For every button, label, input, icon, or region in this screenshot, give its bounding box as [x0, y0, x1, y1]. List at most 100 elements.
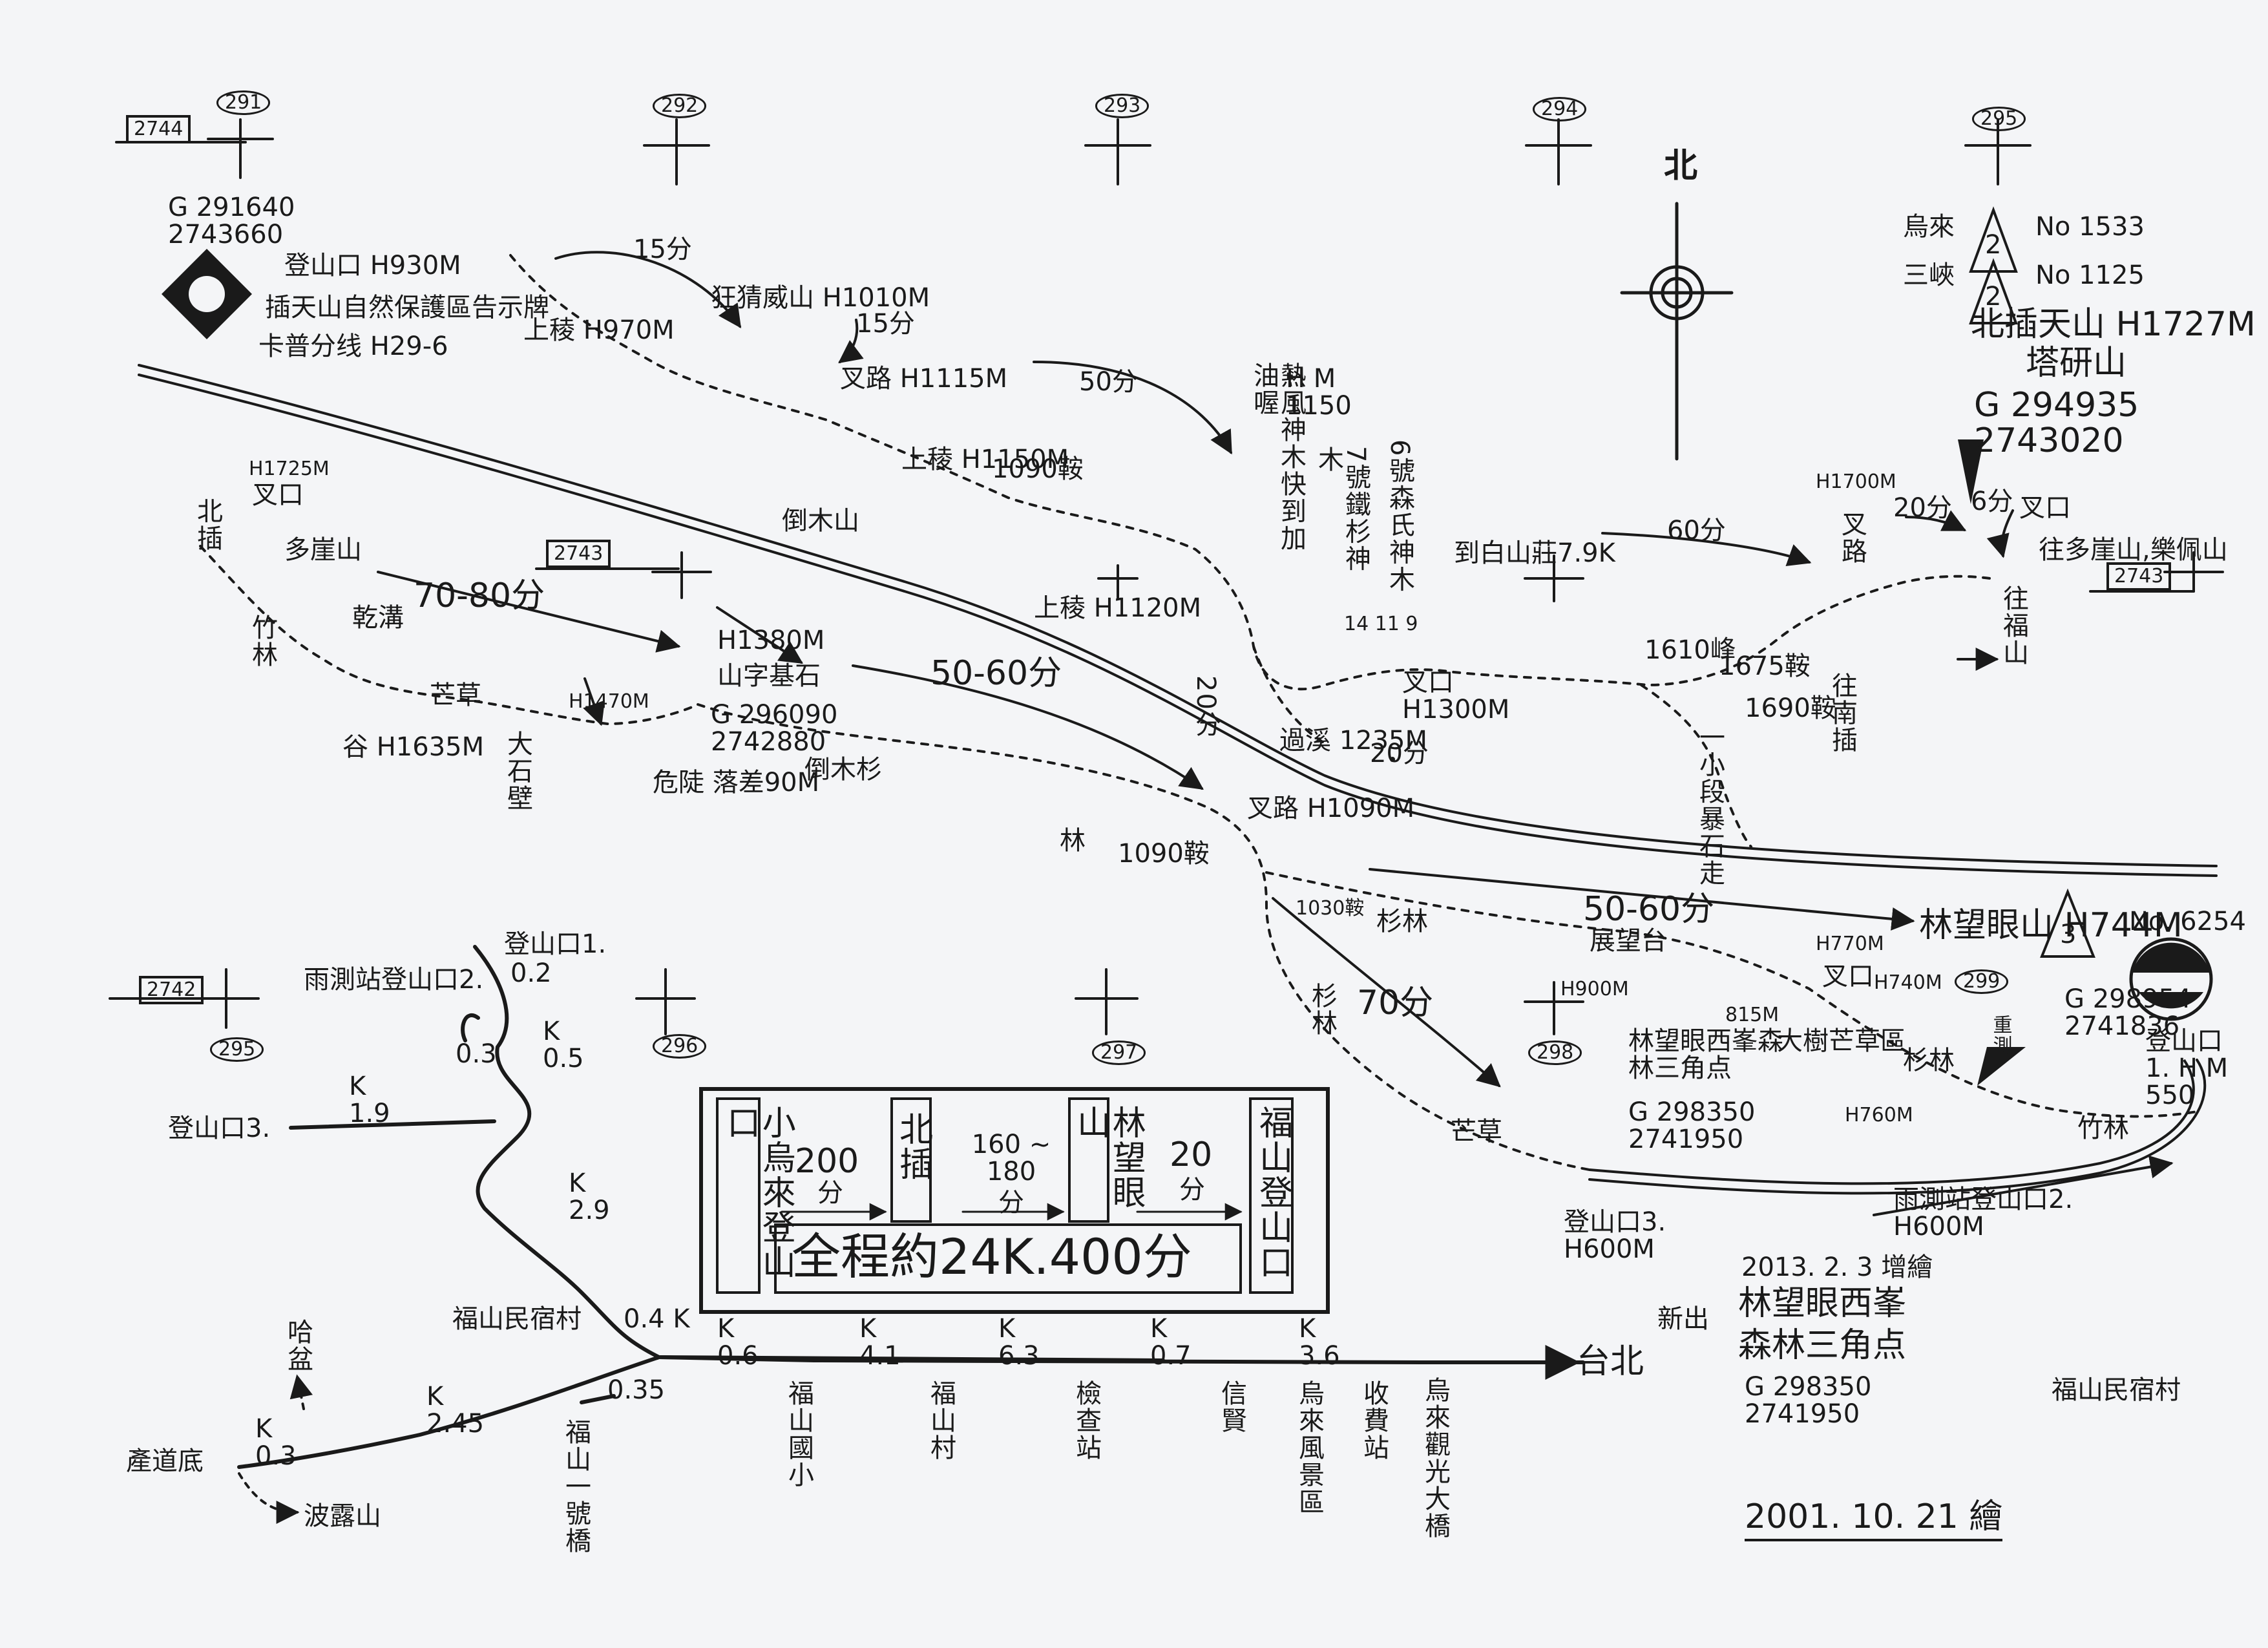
summary-leg3-unit: 分 — [1179, 1175, 1205, 1205]
road-d07: K 0.7 — [1150, 1314, 1192, 1371]
point-kuangshan-1010: 狂猜威山 H1010M — [711, 283, 930, 313]
point-sugi-east: 杉林 — [1307, 982, 1337, 1037]
road-d36: K 3.6 — [1299, 1314, 1340, 1371]
summary-frame — [699, 1087, 1330, 1314]
point-h1700: H1700M — [1816, 470, 1896, 493]
road-wulai-scenic: 烏來風景區 — [1294, 1380, 1324, 1516]
point-shanzi-coord: G 296090 2742880 — [711, 700, 838, 757]
summary-station-linwang: 林望眼山 — [1071, 1105, 1146, 1210]
time-20c: 20分 — [1893, 493, 1952, 523]
map-title-north: 北 — [1664, 147, 1698, 185]
summary-leg2-time: 160 ~ 180 — [971, 1130, 1051, 1187]
time-15b: 15分 — [856, 309, 915, 339]
summary-total: 全程約24K.400分 — [792, 1228, 1192, 1285]
point-daomu-mountain: 倒木山 — [782, 506, 859, 536]
point-shanzi-stone: 山字基石 — [717, 661, 821, 691]
triangle-3-label: 3 — [2060, 920, 2077, 949]
reserve-sign: 插天山自然保護區告示牌 — [265, 293, 549, 322]
summary-leg3-time: 20 — [1170, 1136, 1213, 1174]
grid-label-298: 298 — [1528, 1041, 1582, 1065]
point-tapen: 塔研山 — [2026, 344, 2127, 383]
road-taipei: 台北 — [1577, 1342, 1644, 1381]
point-sugi-forest2: 杉林 — [1903, 1046, 1955, 1075]
point-chonglu: 重測 — [1989, 1015, 2012, 1056]
point-linwang-peak: 林望眼山 H744M — [1919, 906, 2183, 945]
point-yuce-trailhead2: 雨測站登山口2. H600M — [1893, 1185, 2074, 1241]
grid-label-2744: 2744 — [126, 115, 191, 143]
point-sanling-1120: 上稜 H1120M — [1034, 593, 1202, 623]
point-giant-tree-big: 熱風神木快到加油喔 — [1249, 362, 1306, 552]
point-upper-ridge-1150: 上稜 H1150M — [901, 445, 1069, 474]
point-west-peak-marker: 林望眼西峯森林三角点 — [1628, 1026, 1783, 1083]
point-tree-7: 7號鐵杉神木 — [1314, 446, 1370, 573]
legend-item2-code: No 1125 — [2035, 260, 2145, 290]
road-d41: K 4.1 — [859, 1314, 901, 1371]
point-grass2: 芒草 — [1451, 1117, 1502, 1146]
time-20b: 20分 — [1370, 739, 1429, 768]
point-danger-slope: 危陡 落差90M — [653, 768, 820, 798]
grid-label-2742: 2742 — [139, 976, 204, 1004]
point-baibai-road: 到白山莊7.9K — [1454, 538, 1615, 568]
road-bolu: 波露山 — [304, 1501, 381, 1531]
grid-label-297: 297 — [1092, 1041, 1146, 1065]
summary-leg1-unit: 分 — [817, 1178, 843, 1208]
point-bamboo-forest: 竹林 — [247, 614, 277, 668]
point-forest-mid: 林 — [1060, 826, 1086, 856]
point-sugi-forest: 杉林 — [1376, 907, 1428, 936]
point-fushan-trailhead1: 登山口1. H M 550 — [2145, 1026, 2229, 1110]
compass — [1620, 202, 1734, 461]
road-ticket: 收費站 — [1359, 1380, 1389, 1461]
grid-label-2743b: 2743 — [2106, 562, 2172, 591]
point-rock-walk: 一小段暴石走 — [1695, 724, 1725, 887]
point-fork-beicha: 叉口 — [2019, 493, 2071, 523]
point-no6254: No. 6254 — [2129, 907, 2246, 936]
point-kuangduo: 往多崖山,樂佩山 — [2039, 535, 2228, 565]
point-1610: 1610峰 — [1644, 635, 1736, 665]
time-70-80: 70-80分 — [414, 576, 545, 615]
time-70: 70分 — [1357, 984, 1434, 1022]
summary-leg2-unit: 分 — [998, 1188, 1024, 1218]
point-h815: 815M — [1725, 1004, 1780, 1026]
point-tree-6: 6號森氏神木 — [1385, 439, 1414, 593]
point-beicha-peak: 北插天山 H1727M — [1971, 305, 2256, 344]
point-1690: 1690鞍 — [1745, 693, 1836, 723]
time-15a: 15分 — [633, 235, 692, 264]
point-1090b: 1090鞍 — [1118, 839, 1210, 869]
point-grass: 芒草 — [430, 681, 481, 710]
point-h760: H760M — [1845, 1104, 1913, 1126]
point-beicha-small: 北插 — [193, 498, 222, 552]
point-big-rock-wall: 大石壁 — [503, 730, 532, 812]
grid-label-293: 293 — [1095, 94, 1150, 118]
point-sanling-970: 上稜 H970M — [523, 315, 675, 345]
road-hajin: 哈盆 — [283, 1318, 313, 1373]
road-d19: K 1.9 — [349, 1072, 390, 1128]
summary-leg1-time: 200 — [795, 1142, 859, 1181]
grid-label-2743a: 2743 — [546, 540, 611, 568]
trailhead-start: 登山口 H930M — [284, 251, 461, 280]
grid-label-294: 294 — [1533, 97, 1587, 121]
point-h900: H900M — [1560, 978, 1629, 1000]
road-d03b: K 0.3 — [255, 1414, 297, 1471]
point-valley-1635: 谷 H1635M — [342, 732, 485, 762]
point-1090a: 1090鞍 — [992, 454, 1084, 484]
point-linwang-coord: G 298954 2741836 — [2064, 984, 2192, 1041]
point-fork-h1700: 叉路 — [1837, 511, 1867, 565]
grid-label-299: 299 — [1955, 969, 2009, 994]
point-west-peak-coord: G 298350 2741950 — [1628, 1097, 1756, 1154]
time-6: 6分 — [1971, 487, 2013, 516]
road-fushan-school: 福山國小 — [784, 1380, 814, 1488]
point-h1300: 叉口 H1300M — [1402, 668, 1510, 724]
road-d29: K 2.9 — [569, 1168, 610, 1225]
point-big-tree-grass: 大樹芒草區 — [1777, 1026, 1906, 1056]
summary-station-xiaowulai: 小烏來登山口 — [720, 1105, 795, 1280]
point-h1150-hm: H M 1150 — [1286, 364, 1352, 421]
point-north-1725: H1725M — [249, 458, 330, 480]
time-60: 60分 — [1667, 516, 1726, 545]
road-mark: 卡普分线 H29-6 — [258, 332, 448, 361]
date-note: 2001. 10. 21 繪 — [1745, 1499, 2003, 1541]
road-d05: K 0.5 — [543, 1017, 584, 1073]
point-h1235: 過溪 1235M — [1279, 726, 1428, 755]
update-coord: G 298350 2741950 — [1745, 1372, 1872, 1429]
